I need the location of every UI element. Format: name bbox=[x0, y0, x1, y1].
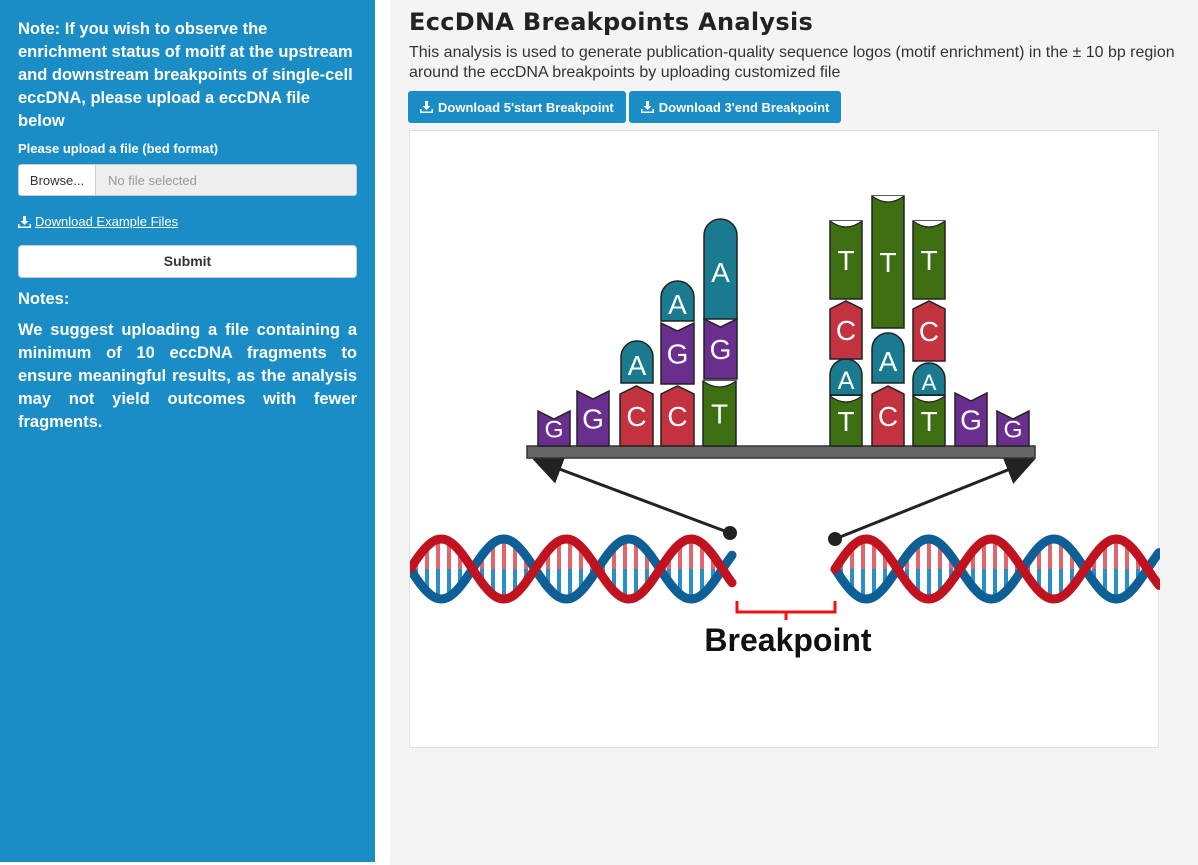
upload-label: Please upload a file (bed format) bbox=[18, 141, 219, 156]
svg-text:G: G bbox=[582, 404, 604, 435]
logo-letter-t: T bbox=[871, 195, 905, 329]
logo-letter-t: T bbox=[702, 380, 737, 447]
logo-letter-g: G bbox=[703, 317, 738, 380]
logo-letter-a: A bbox=[871, 332, 905, 384]
breakpoint-label: Breakpoint bbox=[704, 622, 871, 658]
notes-body: We suggest uploading a file containing a… bbox=[18, 320, 357, 431]
browse-button[interactable]: Browse... bbox=[18, 164, 96, 196]
logo-letter-t: T bbox=[912, 220, 946, 300]
logo-letter-a: A bbox=[703, 218, 738, 320]
submit-button[interactable]: Submit bbox=[18, 244, 357, 278]
svg-text:T: T bbox=[837, 245, 854, 276]
logo-letter-c: C bbox=[619, 385, 654, 447]
download-end-breakpoint-button[interactable]: Download 3'end Breakpoint bbox=[628, 91, 842, 123]
download-icon bbox=[420, 101, 433, 113]
svg-text:A: A bbox=[668, 289, 687, 320]
logo-letter-c: C bbox=[829, 300, 863, 360]
breakpoint-dot-left bbox=[723, 526, 737, 540]
file-upload-control[interactable]: Browse... No file selected bbox=[18, 164, 357, 196]
svg-text:G: G bbox=[1003, 416, 1022, 443]
download-example-label: Download Example Files bbox=[35, 214, 179, 229]
svg-text:T: T bbox=[920, 406, 937, 437]
sidebar: Note: If you wish to observe the enrichm… bbox=[0, 0, 375, 862]
dna-helix-right bbox=[830, 534, 1160, 604]
svg-text:A: A bbox=[628, 350, 647, 381]
svg-text:C: C bbox=[836, 315, 856, 346]
svg-text:T: T bbox=[837, 406, 854, 437]
dna-helix-left bbox=[410, 534, 737, 604]
logo-baseline bbox=[526, 445, 1036, 459]
svg-text:A: A bbox=[922, 370, 937, 395]
page-title: EccDNA Breakpoints Analysis bbox=[409, 8, 814, 36]
arrow-left bbox=[532, 455, 731, 535]
logo-letter-a: A bbox=[660, 280, 695, 322]
logo-letter-c: C bbox=[912, 300, 946, 362]
svg-text:A: A bbox=[711, 257, 730, 288]
download-start-label: Download 5'start Breakpoint bbox=[438, 99, 614, 115]
logo-letter-g: G bbox=[954, 391, 988, 447]
logo-letter-c: C bbox=[660, 385, 695, 447]
svg-text:C: C bbox=[919, 316, 939, 347]
logo-letter-t: T bbox=[829, 220, 863, 300]
svg-text:T: T bbox=[920, 245, 937, 276]
svg-text:G: G bbox=[710, 334, 732, 365]
main-panel: EccDNA Breakpoints Analysis This analysi… bbox=[390, 0, 1198, 865]
svg-text:C: C bbox=[667, 401, 687, 432]
logo-letter-a: A bbox=[912, 362, 946, 396]
svg-text:C: C bbox=[626, 401, 646, 432]
svg-text:G: G bbox=[667, 339, 689, 370]
upload-note: Note: If you wish to observe the enrichm… bbox=[18, 20, 353, 130]
arrow-right bbox=[834, 455, 1036, 541]
download-button-row: Download 5'start Breakpoint Download 3'e… bbox=[408, 91, 842, 123]
svg-text:T: T bbox=[879, 247, 896, 278]
page-description: This analysis is used to generate public… bbox=[409, 44, 1175, 81]
breakpoint-dot-right bbox=[828, 532, 842, 546]
logo-letter-t: T bbox=[912, 395, 946, 447]
download-icon bbox=[640, 101, 654, 113]
download-icon bbox=[18, 215, 31, 228]
logo-letter-c: C bbox=[871, 385, 905, 447]
notes-heading: Notes: bbox=[18, 289, 70, 308]
logo-letter-g: G bbox=[576, 389, 610, 447]
svg-text:C: C bbox=[878, 401, 898, 432]
svg-text:G: G bbox=[960, 405, 982, 436]
download-start-breakpoint-button[interactable]: Download 5'start Breakpoint bbox=[408, 91, 626, 123]
breakpoint-bracket bbox=[735, 601, 837, 620]
download-example-link[interactable]: Download Example Files bbox=[18, 214, 178, 229]
logo-letter-a: A bbox=[829, 358, 863, 396]
svg-text:A: A bbox=[838, 367, 855, 395]
svg-text:G: G bbox=[544, 416, 563, 443]
logo-letter-t: T bbox=[829, 395, 863, 447]
logo-letter-g: G bbox=[537, 409, 571, 447]
logo-letter-g: G bbox=[660, 321, 695, 385]
svg-text:T: T bbox=[711, 399, 728, 430]
file-name-field[interactable]: No file selected bbox=[96, 164, 357, 196]
svg-text:A: A bbox=[879, 346, 898, 377]
download-end-label: Download 3'end Breakpoint bbox=[658, 99, 830, 115]
logo-letter-g: G bbox=[996, 409, 1030, 447]
logo-letter-a: A bbox=[620, 340, 654, 384]
